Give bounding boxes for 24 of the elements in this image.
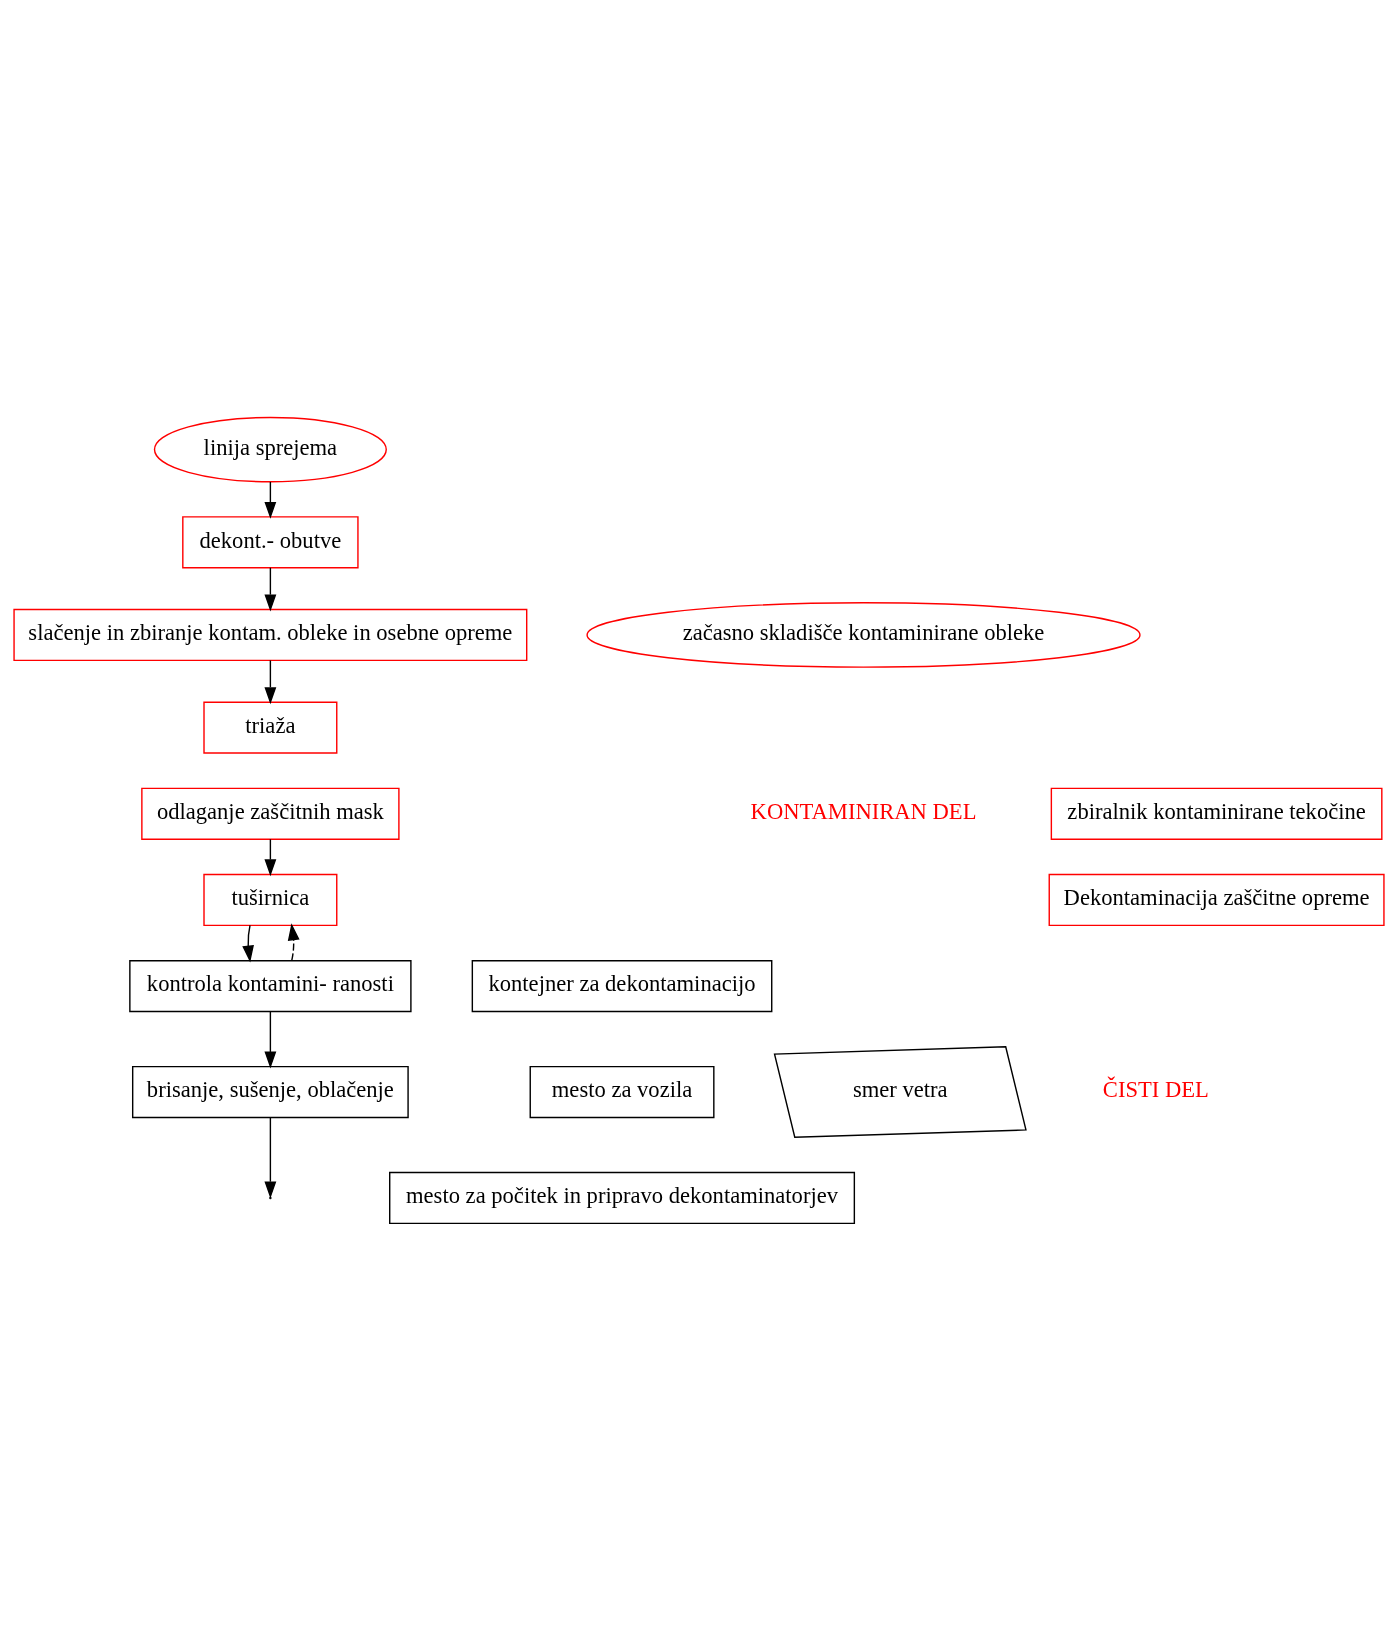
arrow	[287, 923, 300, 962]
node-box: slačenje in zbiranje kontam. obleke in osebne opreme	[13, 608, 528, 662]
node-box: odlaganje zaščitnih mask	[141, 787, 400, 840]
node-ellipse: linija sprejema	[153, 416, 387, 483]
node-box: Dekontaminacija zaščitne opreme	[1048, 873, 1385, 927]
arrow	[264, 1011, 277, 1069]
arrow	[264, 481, 277, 519]
node-box: kontrola kontamini- ranosti	[129, 959, 412, 1013]
node-box: triaža	[203, 701, 338, 754]
node-ellipse: začasno skladišče kontaminirane obleke	[586, 602, 1141, 668]
arrow	[264, 659, 277, 705]
node-box: brisanje, sušenje, oblačenje	[132, 1065, 409, 1119]
node-box: tuširnica	[203, 873, 338, 927]
node-box: mesto za počitek in pripravo dekontaminatorjev	[389, 1171, 856, 1225]
label: ČISTI DEL	[1102, 1077, 1209, 1103]
arrow	[264, 838, 277, 877]
node-box: kontejner za dekontaminacijo	[471, 959, 773, 1013]
arrow	[242, 924, 254, 963]
arrow	[264, 567, 277, 612]
arrow	[264, 1117, 277, 1199]
node-box: mesto za vozila	[529, 1065, 715, 1119]
node-box: dekont.- obutve	[182, 516, 359, 569]
node-box: zbiralnik kontaminirane tekočine	[1050, 787, 1383, 840]
label: KONTAMINIRAN DEL	[750, 799, 977, 825]
